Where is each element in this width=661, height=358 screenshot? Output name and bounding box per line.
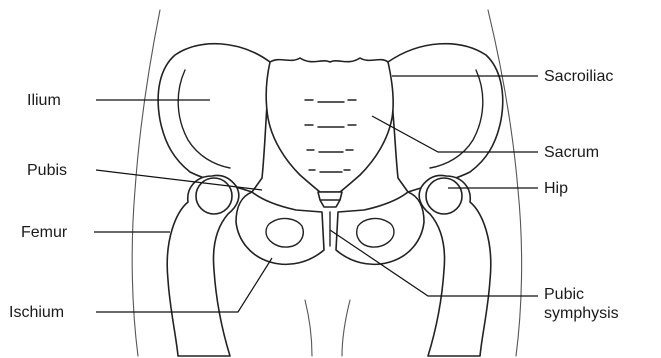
label-ilium: Ilium: [27, 91, 61, 110]
right-ilium: [388, 44, 503, 192]
label-femur: Femur: [21, 223, 67, 242]
left-femoral-head: [196, 178, 232, 214]
label-hip: Hip: [544, 179, 568, 198]
label-sacroiliac: Sacroiliac: [544, 67, 613, 86]
left-pubis: [236, 192, 324, 264]
right-femoral-head: [426, 178, 462, 214]
coccyx: [318, 192, 342, 207]
body-outline-right: [488, 10, 522, 356]
leg-gap-lines: [305, 300, 350, 356]
label-sacrum: Sacrum: [544, 143, 599, 162]
label-pubis: Pubis: [27, 161, 67, 180]
left-ilium: [158, 44, 270, 192]
label-ischium: Ischium: [9, 303, 64, 322]
body-outline-left: [132, 10, 160, 356]
label-pubic-symphysis: Pubic symphysis: [544, 285, 619, 323]
right-pubis: [336, 192, 424, 264]
